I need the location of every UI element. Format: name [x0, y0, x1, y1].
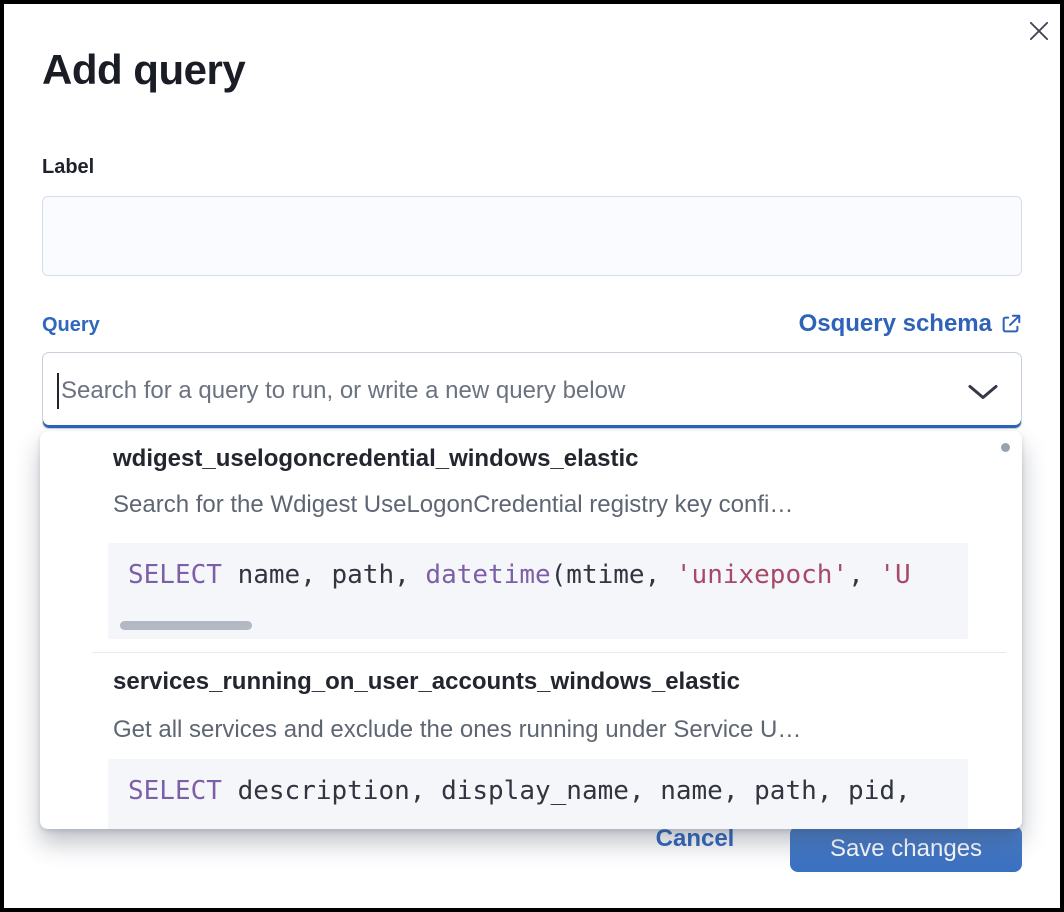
vertical-scrollbar-thumb[interactable] — [1001, 443, 1010, 452]
save-changes-button[interactable]: Save changes — [790, 826, 1022, 872]
query-option-code-block: SELECT description, display_name, name, … — [108, 759, 968, 829]
text-cursor — [57, 373, 59, 409]
close-button[interactable] — [1022, 14, 1056, 48]
modal-title: Add query — [42, 46, 246, 93]
query-option-title: services_running_on_user_accounts_window… — [113, 668, 740, 695]
query-option-code-block: SELECT name, path, datetime(mtime, 'unix… — [108, 543, 968, 639]
option-divider — [92, 652, 1006, 653]
sql-code: SELECT description, display_name, name, … — [128, 776, 911, 806]
query-field-label: Query — [42, 314, 100, 336]
query-option-title: wdigest_uselogoncredential_windows_elast… — [113, 445, 639, 472]
close-icon — [1029, 21, 1049, 41]
label-field-label: Label — [42, 156, 95, 178]
query-search-input[interactable] — [61, 353, 941, 428]
osquery-schema-link[interactable]: Osquery schema — [799, 310, 1022, 338]
query-search-combobox[interactable] — [42, 352, 1022, 429]
osquery-schema-link-label: Osquery schema — [798, 310, 992, 337]
label-input[interactable] — [42, 196, 1022, 276]
query-field-header: Query Osquery schema — [42, 310, 1022, 338]
chevron-down-icon[interactable] — [967, 384, 999, 400]
horizontal-scrollbar-thumb[interactable] — [120, 621, 252, 630]
query-option-description: Get all services and exclude the ones ru… — [113, 716, 802, 743]
cancel-button[interactable]: Cancel — [620, 814, 770, 864]
external-link-icon — [1002, 314, 1021, 333]
query-option-description: Search for the Wdigest UseLogonCredentia… — [113, 491, 794, 518]
query-suggestions-dropdown: wdigest_uselogoncredential_windows_elast… — [40, 431, 1022, 829]
sql-code: SELECT name, path, datetime(mtime, 'unix… — [128, 560, 911, 590]
